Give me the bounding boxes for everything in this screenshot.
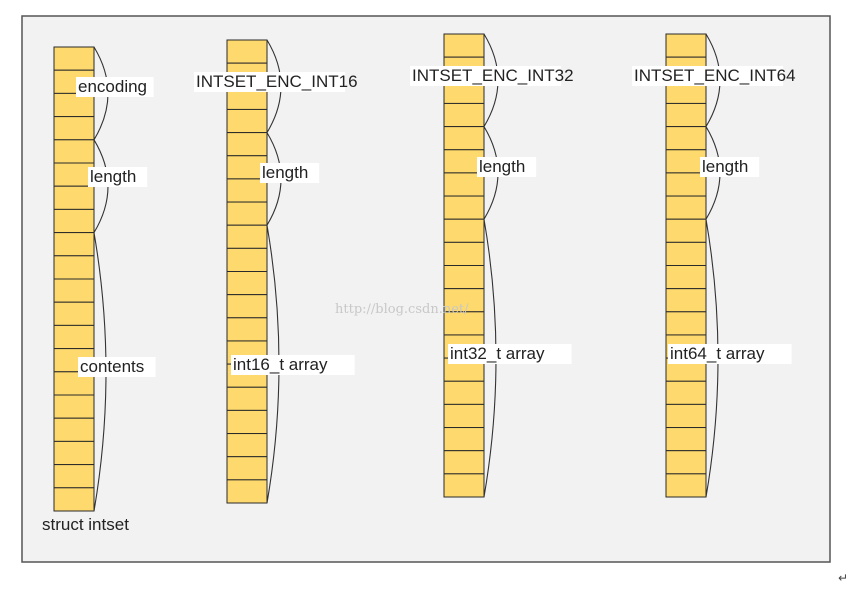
array-cell [226, 456, 268, 481]
array-cell [226, 108, 268, 134]
array-cell [443, 33, 485, 58]
array-cell [665, 311, 707, 336]
array-cell [53, 440, 95, 466]
array-cell [226, 132, 268, 157]
array-cell [226, 409, 268, 435]
array-cell [226, 224, 268, 249]
array-cell [665, 473, 707, 498]
array-cell [53, 394, 95, 419]
array-cell [226, 317, 268, 342]
array-cell [443, 380, 485, 405]
label-background [448, 344, 572, 364]
array-cell [53, 464, 95, 489]
label-background [410, 66, 562, 86]
array-cell [53, 278, 95, 303]
field-label: length [262, 163, 308, 182]
array-cell [443, 241, 485, 267]
array-cell [665, 450, 707, 475]
field-label: int16_t array [233, 355, 328, 374]
label-background [231, 355, 355, 375]
array-cell [665, 265, 707, 290]
array-cell [665, 195, 707, 220]
array-cell [443, 218, 485, 243]
array-cell [665, 427, 707, 452]
array-cell [53, 46, 95, 71]
label-background [76, 77, 154, 97]
array-cell [443, 403, 485, 429]
array-cell [226, 433, 268, 458]
array-cell [443, 473, 485, 498]
column-caption: struct intset [42, 515, 129, 534]
array-cell [226, 39, 268, 64]
array-cell [226, 294, 268, 319]
field-label: length [702, 157, 748, 176]
array-cell [443, 427, 485, 452]
label-background [632, 66, 784, 86]
array-cell [443, 195, 485, 220]
array-cell [53, 116, 95, 141]
field-label: contents [80, 357, 144, 376]
array-cell [53, 232, 95, 257]
array-cell [53, 417, 95, 442]
array-cell [665, 380, 707, 405]
array-cell [53, 255, 95, 280]
return-mark: ↵ [838, 571, 848, 585]
array-cell [226, 479, 268, 504]
array-cell [665, 102, 707, 128]
label-background [88, 167, 148, 187]
array-cell [665, 218, 707, 243]
array-cell [226, 386, 268, 411]
array-cell [53, 185, 95, 210]
array-cell [443, 265, 485, 290]
array-cell [443, 450, 485, 475]
watermark: http://blog.csdn.net/ [335, 302, 469, 317]
field-label: int64_t array [670, 344, 765, 363]
field-label: length [90, 167, 136, 186]
array-cell [53, 208, 95, 234]
array-cell [53, 139, 95, 164]
array-cell [665, 33, 707, 58]
array-cell [443, 126, 485, 151]
label-background [477, 157, 537, 177]
label-background [700, 157, 760, 177]
field-label: INTSET_ENC_INT32 [412, 66, 574, 85]
array-cell [226, 271, 268, 296]
array-cell [665, 241, 707, 267]
field-label: int32_t array [450, 344, 545, 363]
label-background [194, 72, 346, 92]
array-cell [226, 247, 268, 273]
label-background [668, 344, 792, 364]
column-1: encoding length contents struct intset [42, 46, 156, 534]
array-cell [443, 102, 485, 128]
array-cell [226, 201, 268, 226]
array-cell [665, 288, 707, 313]
columns-layer: encoding length contents struct intset INTSE… [42, 33, 796, 534]
array-cell [665, 126, 707, 151]
label-background [260, 163, 320, 183]
label-background [78, 357, 156, 377]
field-label: length [479, 157, 525, 176]
field-label: encoding [78, 77, 147, 96]
array-cell [53, 487, 95, 512]
array-cell [53, 324, 95, 350]
array-cell [665, 403, 707, 429]
field-label: INTSET_ENC_INT16 [196, 72, 358, 91]
field-label: INTSET_ENC_INT64 [634, 66, 796, 85]
array-cell [53, 301, 95, 326]
